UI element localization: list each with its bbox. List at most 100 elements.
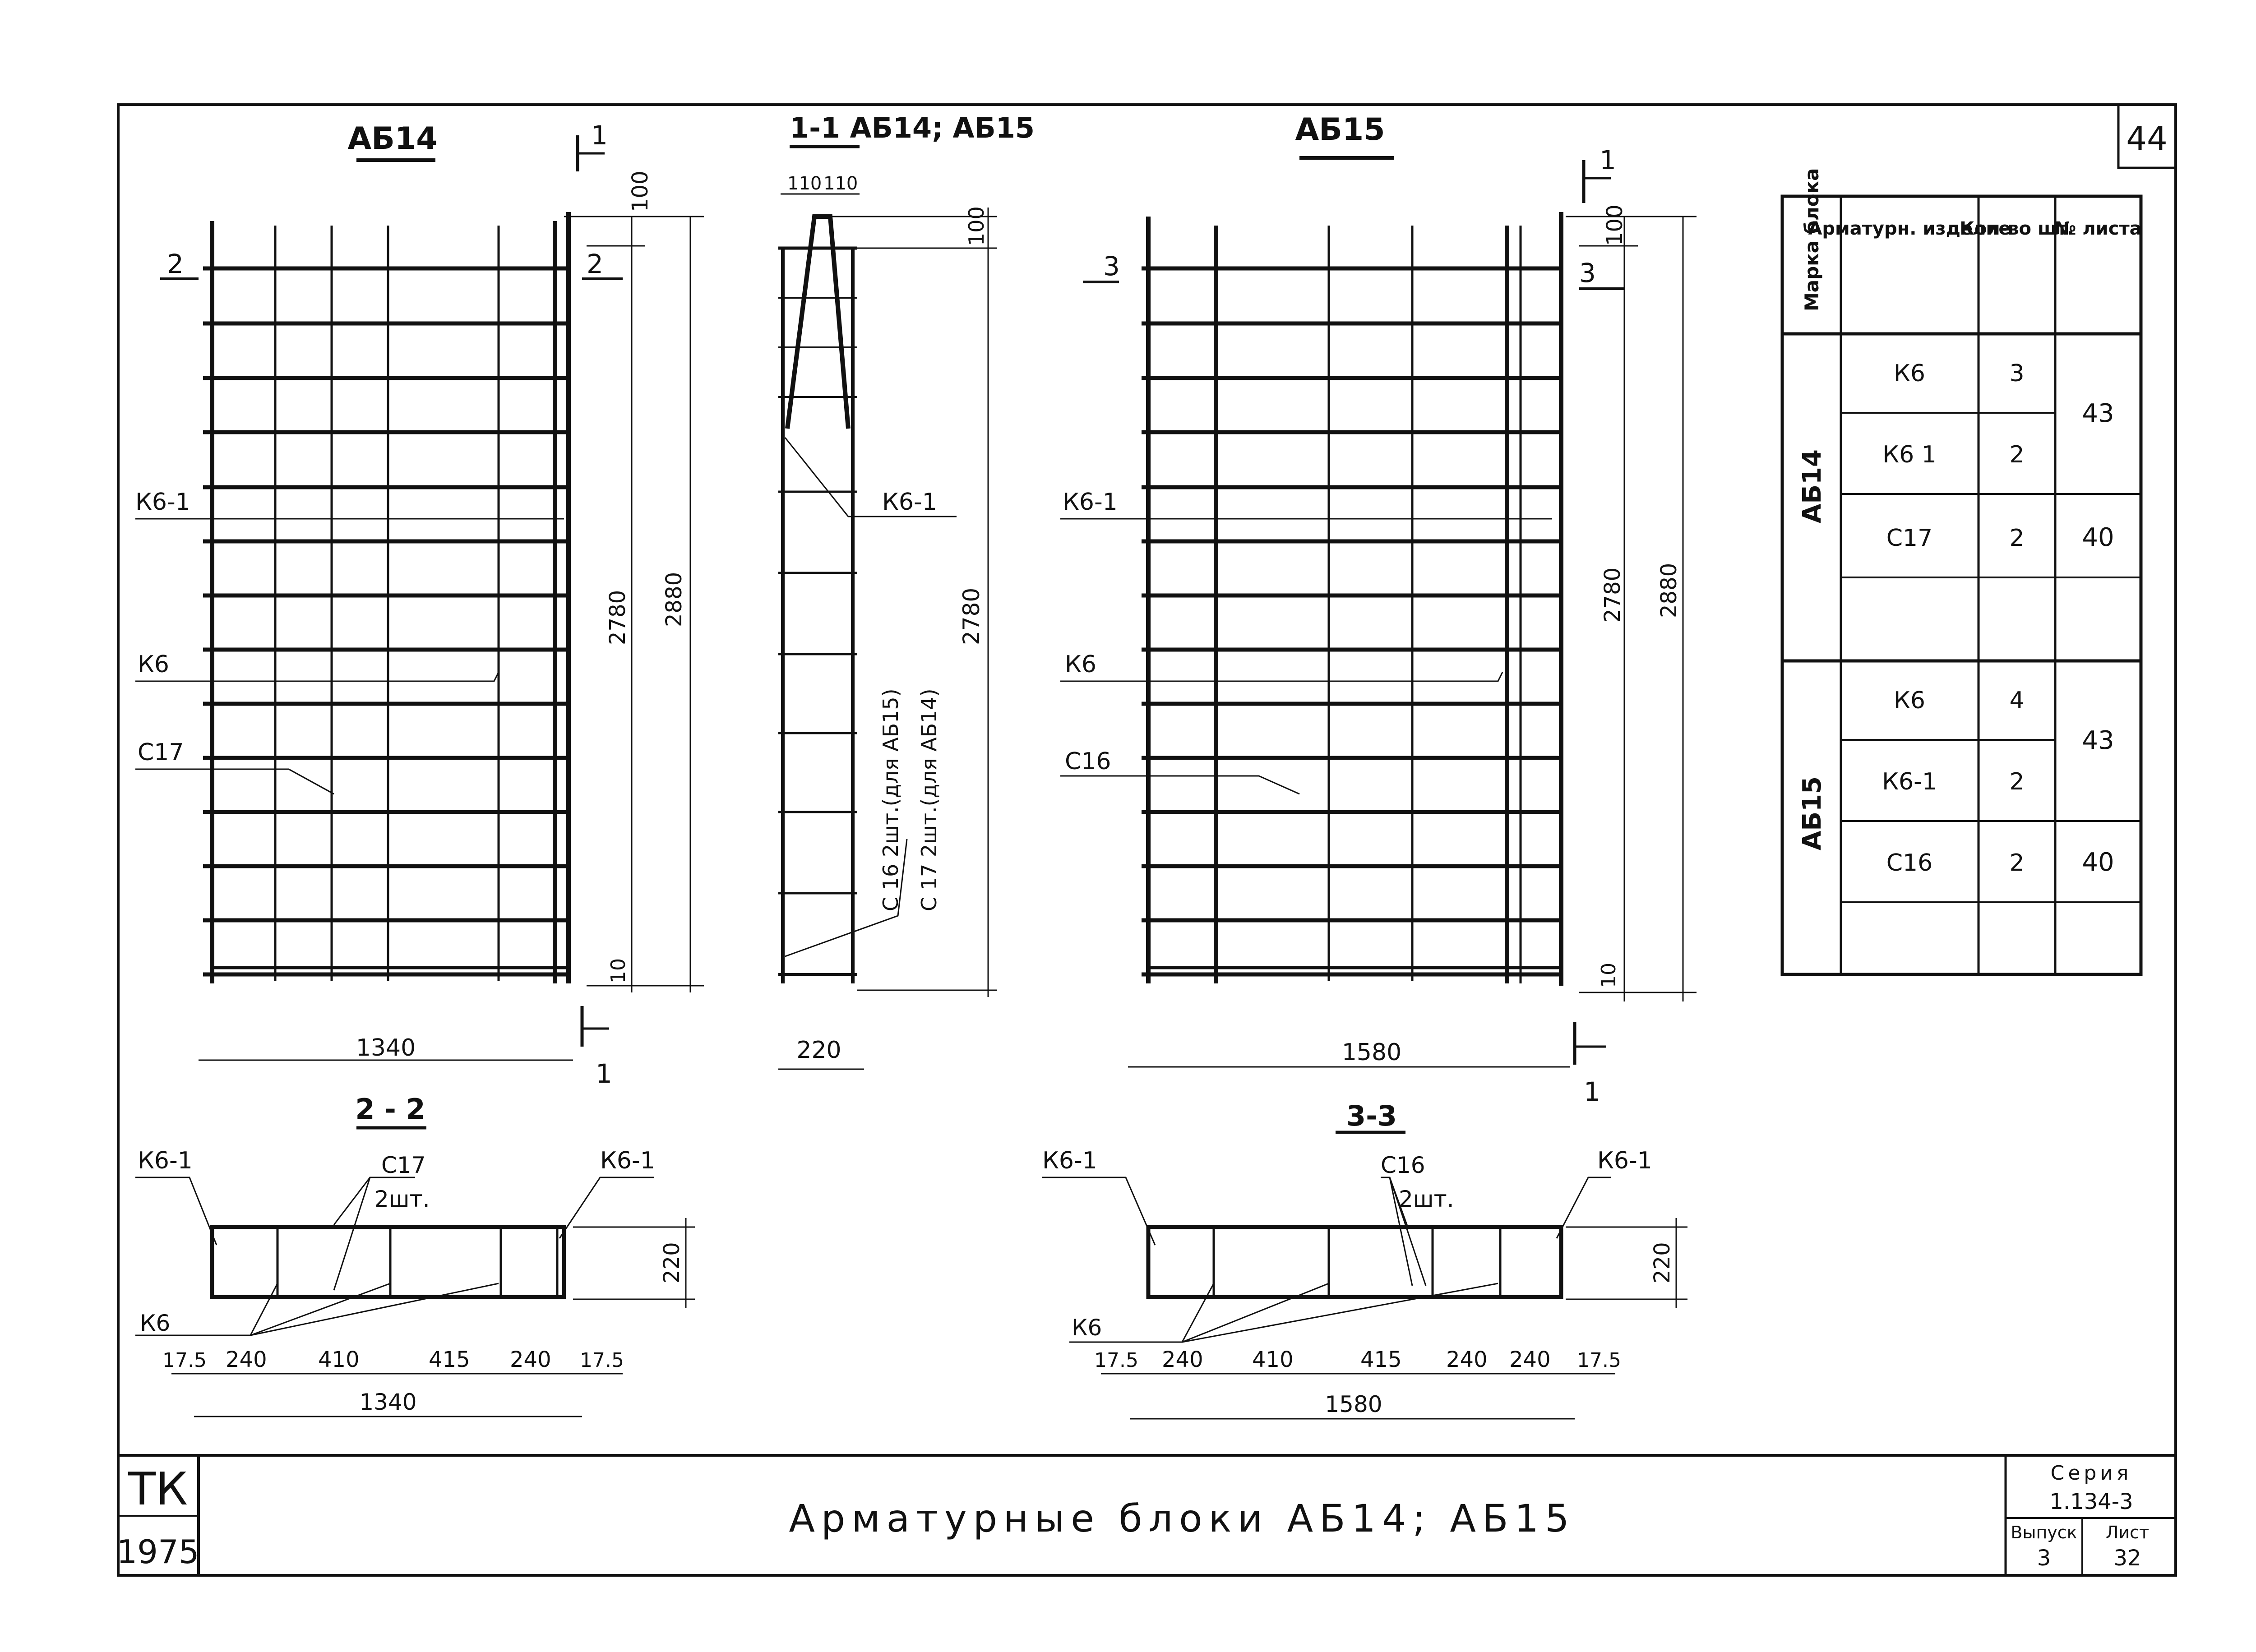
note-c17: С 17 2шт.(для АБ14) <box>917 688 941 911</box>
label-c16-33: С16 <box>1381 1152 1425 1178</box>
leader-c-section <box>785 839 908 957</box>
section-1-1: 1-1 АБ14; АБ15 110 110 К6-1 С 16 2шт.(дл… <box>778 111 1035 1070</box>
title-block-series-label: Серия <box>2051 1462 2132 1485</box>
dims-vertical-ab15 <box>1566 216 1697 1001</box>
label-k6-1-ab14: К6-1 <box>135 489 190 516</box>
section-mark-left-label: 2 <box>167 249 184 279</box>
leader-k6-ab14 <box>135 672 499 682</box>
dim-top-ab15: 100 <box>1602 204 1627 246</box>
section-2-2-title: 2 - 2 <box>355 1093 425 1126</box>
view-ab14-title: АБ14 <box>347 121 437 157</box>
dim-33-4: 240 <box>1446 1347 1488 1372</box>
dim-33-3: 415 <box>1360 1347 1402 1372</box>
table-ab15-item-2: С16 <box>1886 849 1932 877</box>
label-c17-qty-22: 2шт. <box>374 1186 430 1212</box>
table-ab14-item-2: С17 <box>1886 525 1932 552</box>
table-ab14-qty-0: 3 <box>2009 360 2024 387</box>
table-ab15-qty-2: 2 <box>2009 849 2024 877</box>
table-header-qty: Кол-во шт. <box>1960 218 2074 239</box>
dim-22-4: 240 <box>510 1347 551 1372</box>
dim-220-section: 220 <box>796 1037 841 1064</box>
section-3-3-outline <box>1146 1225 1563 1299</box>
leader-k6-1-section <box>784 437 957 517</box>
dim-width-ab14: 1340 <box>356 1034 416 1061</box>
dim-33-1: 240 <box>1162 1347 1203 1372</box>
table-ab15-item-1: К6-1 <box>1882 768 1937 795</box>
title-block-year: 1975 <box>116 1533 199 1571</box>
title-block-title: Арматурные блоки АБ14; АБ15 <box>789 1496 1575 1541</box>
table-ab14-qty-1: 2 <box>2009 441 2024 468</box>
label-c16-ab15: С16 <box>1065 748 1111 775</box>
table-header-sheet: № листа <box>2054 218 2141 239</box>
dim-33-0: 17.5 <box>1094 1349 1138 1372</box>
dim-width-ab15: 1580 <box>1342 1039 1401 1066</box>
title-block-org: ТК <box>128 1463 188 1515</box>
label-k6-1-right-33: К6-1 <box>1597 1147 1652 1174</box>
leader-c17-ab14 <box>135 768 334 795</box>
dim-2880-ab15: 2880 <box>1656 563 1682 618</box>
dim-2780-section: 2780 <box>958 588 985 645</box>
title-block-sheet-label: Лист <box>2106 1523 2149 1542</box>
table-header-item: Арматурн. изделие <box>1808 218 2011 239</box>
label-k6-22: К6 <box>140 1310 170 1336</box>
table-ab14-sheet-0: 43 <box>2082 399 2114 428</box>
section-2-2: 2 - 2 К6-1 К6-1 С17 2шт. К6 220 17.5 240… <box>135 1093 695 1417</box>
section-2-2-outline <box>210 1225 566 1299</box>
label-k6-1-right-22: К6-1 <box>600 1147 655 1174</box>
cut-mark-top-label: 1 <box>591 120 608 151</box>
dim-22-5: 17.5 <box>580 1349 624 1372</box>
dim-33-2: 410 <box>1252 1347 1294 1372</box>
dim-total-22: 1340 <box>359 1389 416 1415</box>
section-1-1-title: 1-1 АБ14; АБ15 <box>790 111 1035 144</box>
dim-22-3: 415 <box>429 1347 470 1372</box>
cut-mark-top-label-ab15: 1 <box>1600 145 1616 175</box>
table-mark-ab15: АБ15 <box>1798 776 1827 850</box>
title-block-issue-label: Выпуск <box>2011 1523 2077 1542</box>
dim-2880-ab14: 2880 <box>661 572 687 627</box>
label-c17-22: С17 <box>381 1152 426 1178</box>
table-ab15-qty-0: 4 <box>2009 687 2024 714</box>
title-block-issue: 3 <box>2037 1546 2051 1571</box>
dim-22-0: 17.5 <box>162 1349 207 1372</box>
label-k6-1-section: К6-1 <box>882 489 937 516</box>
view-ab15: АБ15 1 1 3 3 <box>1060 112 1697 1107</box>
view-ab14: АБ14 1 1 2 2 <box>135 120 704 1089</box>
dim-220-33: 220 <box>1650 1242 1675 1283</box>
dims-vertical-ab14 <box>564 216 704 992</box>
dim-top-ab14: 100 <box>628 171 653 212</box>
leader-k6-ab15 <box>1060 672 1503 682</box>
label-k6-1-ab15: К6-1 <box>1063 489 1118 516</box>
section-mark-right-label-ab15: 3 <box>1579 258 1596 288</box>
dim-2780-ab14: 2780 <box>605 590 630 645</box>
dim-22-1: 240 <box>226 1347 267 1372</box>
label-k6-1-left-22: К6-1 <box>138 1147 193 1174</box>
title-block-series-box <box>2004 1455 2176 1575</box>
dim-bottom-ab14: 10 <box>607 958 630 983</box>
table-ab15-qty-1: 2 <box>2009 768 2024 795</box>
dim-110-left: 110 <box>787 173 822 194</box>
table-ab14-item-0: К6 <box>1894 360 1925 387</box>
section-mark-right-label: 2 <box>587 249 603 279</box>
dim-220-22: 220 <box>659 1242 684 1283</box>
dim-110-right: 110 <box>823 173 858 194</box>
cage-ab14-mesh <box>203 212 571 983</box>
label-k6-33: К6 <box>1072 1315 1102 1341</box>
label-c16-qty-33: 2шт. <box>1399 1186 1454 1212</box>
sheet-frame <box>117 103 2177 1577</box>
section-3-3: 3-3 К6-1 К6-1 С16 2шт. К6 220 17.5 240 4… <box>1042 1099 1687 1420</box>
cage-ab15-mesh <box>1142 212 1563 986</box>
dim-33-5: 240 <box>1509 1347 1551 1372</box>
table-ab14-qty-2: 2 <box>2009 525 2024 552</box>
table-ab14-sheet-2: 40 <box>2082 523 2114 552</box>
label-k6-1-left-33: К6-1 <box>1042 1147 1097 1174</box>
table-ab15-sheet-0: 43 <box>2082 726 2114 755</box>
dim-total-33: 1580 <box>1325 1391 1382 1417</box>
title-block-sheet: 32 <box>2113 1546 2141 1571</box>
dim-bottom-ab15: 10 <box>1597 963 1620 988</box>
note-c16: С 16 2шт.(для АБ15) <box>878 688 903 911</box>
table-ab15-item-0: К6 <box>1894 687 1925 714</box>
section-3-3-title: 3-3 <box>1346 1099 1397 1132</box>
label-k6-ab15: К6 <box>1065 651 1096 678</box>
spec-table <box>1780 194 2143 976</box>
